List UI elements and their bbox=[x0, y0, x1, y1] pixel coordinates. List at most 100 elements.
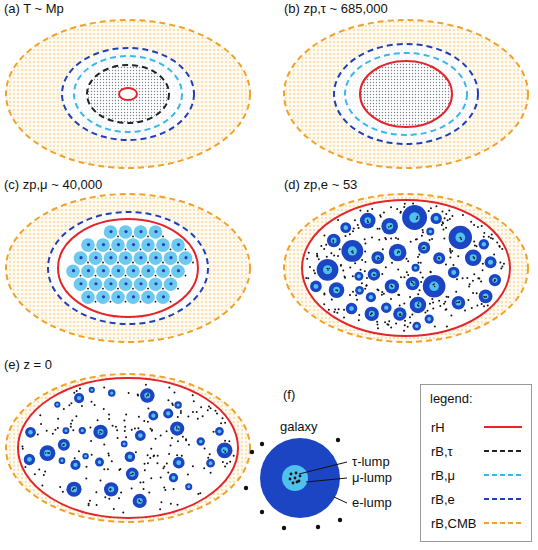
tau-lump bbox=[124, 282, 127, 285]
tau-lump bbox=[417, 216, 419, 218]
e-lump bbox=[206, 459, 215, 468]
panel-e bbox=[6, 374, 250, 522]
matter-dot bbox=[88, 503, 90, 505]
matter-dot bbox=[95, 275, 97, 277]
panel-label: (a) T ~ Mp bbox=[4, 2, 64, 16]
mu-lump bbox=[176, 460, 181, 465]
matter-dot bbox=[226, 463, 228, 465]
tau-lump bbox=[483, 296, 485, 298]
matter-dot bbox=[147, 236, 149, 238]
tau-lump bbox=[390, 225, 392, 227]
tau-lump bbox=[456, 302, 458, 304]
matter-dot bbox=[382, 248, 384, 250]
matter-dot bbox=[182, 436, 184, 438]
region-ellipse bbox=[62, 48, 194, 140]
matter-dot bbox=[21, 445, 23, 447]
e-lump bbox=[126, 468, 139, 481]
matter-dot bbox=[163, 466, 165, 468]
matter-dot bbox=[403, 276, 405, 278]
matter-dot bbox=[166, 430, 168, 432]
matter-dot bbox=[473, 240, 475, 242]
mu-lump bbox=[141, 291, 155, 305]
matter-dot bbox=[367, 210, 369, 212]
matter-dot bbox=[445, 213, 447, 215]
matter-dot bbox=[305, 277, 307, 279]
tau-lump bbox=[132, 295, 135, 298]
matter-dot bbox=[46, 430, 48, 432]
matter-dot bbox=[144, 469, 146, 471]
matter-dot bbox=[499, 246, 501, 248]
legend-entry: rB,e bbox=[431, 487, 523, 511]
tau-lump bbox=[110, 488, 112, 490]
e-lump bbox=[197, 437, 205, 445]
tau-lump bbox=[327, 269, 329, 271]
tau-lump bbox=[147, 243, 150, 246]
matter-dot bbox=[376, 289, 378, 291]
matter-dot bbox=[359, 210, 361, 212]
matter-dot bbox=[307, 277, 309, 279]
mu-lump bbox=[429, 230, 432, 233]
mu-lump bbox=[56, 403, 59, 406]
e-lump bbox=[425, 314, 434, 323]
tau-lump bbox=[169, 282, 172, 285]
matter-dot bbox=[116, 429, 118, 431]
matter-dot bbox=[422, 277, 424, 279]
mu-lump bbox=[456, 300, 462, 306]
mu-lump bbox=[123, 443, 126, 446]
matter-dot bbox=[316, 253, 318, 255]
mu-lump bbox=[333, 287, 340, 294]
mu-lump bbox=[187, 485, 190, 488]
matter-dot bbox=[137, 427, 139, 429]
matter-dot bbox=[424, 312, 426, 314]
matter-dot bbox=[22, 448, 24, 450]
matter-dot bbox=[148, 492, 150, 494]
matter-dot bbox=[358, 227, 360, 229]
mu-lump bbox=[130, 471, 135, 476]
hubble-radius bbox=[58, 219, 198, 317]
mu-lump bbox=[166, 411, 170, 415]
mu-lump bbox=[221, 447, 228, 454]
matter-dot bbox=[337, 255, 339, 257]
matter-dot bbox=[340, 265, 342, 267]
mu-lump bbox=[331, 238, 337, 244]
e-lump bbox=[423, 275, 446, 298]
tau-lump bbox=[147, 269, 150, 272]
matter-dot bbox=[229, 461, 231, 463]
e-lump bbox=[366, 292, 376, 302]
matter-dot bbox=[446, 325, 448, 327]
tau-lump bbox=[72, 269, 75, 272]
matter-dot bbox=[471, 307, 473, 309]
matter-dot bbox=[142, 488, 144, 490]
legend-line bbox=[484, 450, 522, 452]
matter-dot bbox=[430, 271, 432, 273]
matter-dot bbox=[378, 228, 380, 230]
matter-dot bbox=[75, 415, 77, 417]
e-lump bbox=[485, 256, 497, 268]
tau-lump bbox=[413, 283, 415, 285]
matter-dot bbox=[403, 206, 405, 208]
tau-lump bbox=[367, 220, 369, 222]
mu-lump bbox=[126, 264, 140, 278]
matter-dot bbox=[260, 442, 264, 446]
matter-dot bbox=[70, 426, 72, 428]
matter-dot bbox=[224, 440, 226, 442]
matter-dot bbox=[192, 465, 194, 467]
matter-dot bbox=[364, 288, 366, 290]
mu-lump bbox=[177, 403, 180, 406]
matter-dot bbox=[409, 296, 411, 298]
matter-dot bbox=[181, 455, 183, 457]
mu-lump bbox=[455, 233, 465, 243]
matter-dot bbox=[501, 248, 503, 250]
e-lump bbox=[74, 393, 84, 403]
tau-lump bbox=[417, 304, 419, 306]
matter-dot bbox=[76, 390, 78, 392]
e-lump bbox=[346, 303, 358, 315]
mu-lump bbox=[81, 264, 95, 278]
tau-lump bbox=[373, 274, 375, 276]
matter-dot bbox=[125, 275, 127, 277]
matter-dot bbox=[202, 415, 204, 417]
mu-lump bbox=[429, 282, 439, 292]
matter-dot bbox=[477, 226, 479, 228]
tau-lump bbox=[422, 248, 424, 250]
matter-dot bbox=[338, 518, 342, 522]
